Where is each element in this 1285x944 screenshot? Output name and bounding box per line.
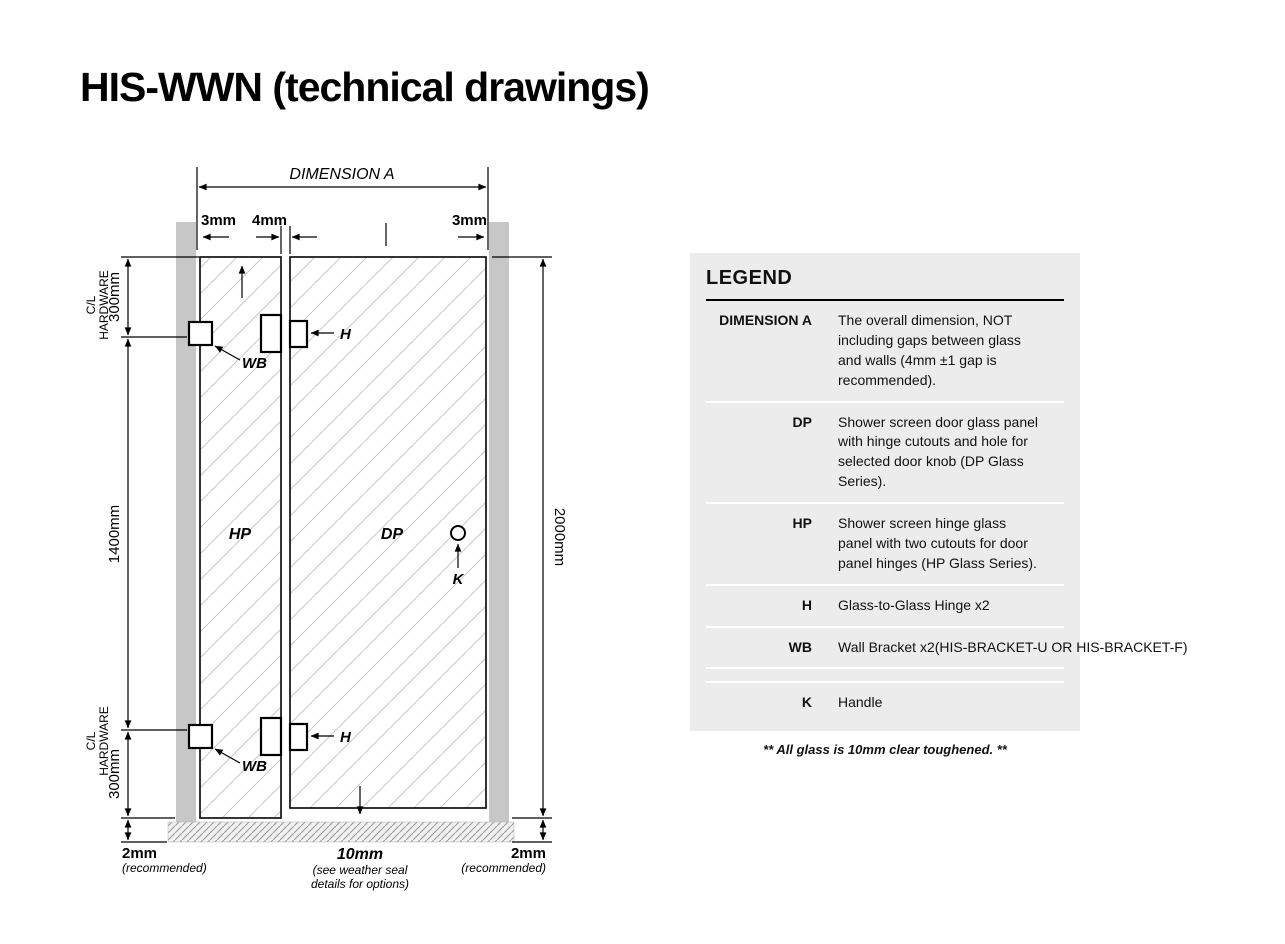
legend-term: HP [792, 515, 812, 531]
h-label-bottom: H [340, 729, 352, 746]
gap-mid-label: 4mm [252, 212, 287, 229]
seal-gap-label: 10mm [337, 846, 383, 863]
cl-line1: C/L [84, 731, 98, 750]
cl-hardware-bottom-label: C/L HARDWARE [84, 706, 111, 776]
dim-300-top-label: 300mm [106, 272, 123, 322]
legend-description: Shower screen hinge glass panel with two… [838, 515, 1037, 571]
leader-line [214, 748, 241, 764]
hinges: H H [238, 265, 352, 757]
dim-2000-label: 2000mm [551, 508, 568, 566]
hinge-top-hp-part [259, 313, 283, 354]
bottom-labels: 2mm (recommended) 10mm (see weather seal… [122, 845, 546, 891]
hp-panel-label: HP [229, 526, 252, 543]
legend-box: LEGEND DIMENSION A The overall dimension… [690, 253, 1188, 732]
page-title: HIS-WWN (technical drawings) [80, 64, 650, 110]
left-dimensions: 300mm 1400mm 300mm C/L HARDWARE C/L HARD… [84, 256, 199, 843]
wall-brackets: WB WB [187, 320, 267, 775]
hinge-top-dp-part [288, 319, 309, 349]
legend-term: K [801, 694, 812, 711]
dp-panel-label: DP [381, 526, 404, 543]
gap-left-label: 3mm [201, 212, 236, 229]
floor-gap-left-note: (recommended) [122, 861, 207, 875]
seal-gap-note-line1: (see weather seal [313, 863, 408, 877]
floor-gap-left-label: 2mm [122, 845, 157, 862]
right-wall [489, 222, 509, 822]
wall-bracket-bottom [187, 723, 214, 750]
legend-row-h: H Glass-to-Glass Hinge x2 [706, 586, 1064, 628]
legend-description: The overall dimension, NOT including gap… [838, 312, 1021, 388]
dimension-a-label: DIMENSION A [289, 166, 394, 183]
legend-term: DP [792, 413, 812, 430]
legend-row-dimension-a: DIMENSION A The overall dimension, NOT i… [706, 301, 1064, 403]
legend-title: LEGEND [706, 267, 1064, 301]
wb-label-top: WB [242, 355, 267, 372]
gap-dimensions: 3mm 4mm 3mm [201, 212, 487, 254]
hinge-bottom-hp-part [259, 716, 283, 757]
legend-description: Glass-to-Glass Hinge x2 [838, 596, 990, 613]
walls-floor [167, 222, 515, 843]
legend: LEGEND DIMENSION A The overall dimension… [690, 253, 1188, 758]
left-wall [176, 222, 196, 822]
legend-row-hp: HP Shower screen hinge glass panel with … [706, 504, 1064, 586]
wall-bracket-top [187, 320, 214, 347]
seal-gap-note-line2: details for options) [311, 877, 409, 891]
floor-gap-right-label: 2mm [511, 845, 546, 862]
dim-1400-label: 1400mm [106, 505, 123, 563]
handle: K [450, 525, 466, 588]
legend-row-k: K Handle [706, 683, 1064, 723]
legend-description: Shower screen door glass panel with hing… [838, 413, 1039, 490]
floor [167, 821, 515, 843]
floor-gap-right-note: (recommended) [461, 861, 546, 875]
dimension-a: DIMENSION A [196, 166, 489, 250]
cl-line1: C/L [84, 295, 98, 314]
hinge-bottom-dp-part [288, 722, 309, 752]
door-knob [450, 525, 466, 541]
legend-row-dp: DP Shower screen door glass panel with h… [706, 403, 1064, 504]
legend-footnote: ** All glass is 10mm clear toughened. ** [763, 742, 1007, 758]
h-label-top: H [340, 326, 352, 343]
legend-description: Handle [838, 694, 883, 711]
cl-hardware-top-label: C/L HARDWARE [84, 270, 111, 340]
legend-term: H [801, 596, 812, 613]
legend-row-wb: WB Wall Bracket x2(HIS-BRACKET-U OR HIS-… [706, 628, 1188, 670]
gap-right-label: 3mm [452, 212, 487, 229]
legend-term: WB [788, 638, 812, 655]
legend-term: DIMENSION A [719, 312, 812, 328]
legend-spacer-row [706, 669, 1064, 684]
cl-line2: HARDWARE [97, 706, 111, 776]
wb-label-bottom: WB [242, 758, 267, 775]
legend-description: Wall Bracket x2(HIS-BRACKET-U OR HIS-BRA… [838, 638, 1188, 655]
dim-300-bottom-label: 300mm [106, 749, 123, 799]
cl-line2: HARDWARE [97, 270, 111, 340]
k-label: K [453, 571, 465, 588]
right-dimension: 2000mm [492, 256, 568, 843]
leader-line [214, 345, 241, 361]
